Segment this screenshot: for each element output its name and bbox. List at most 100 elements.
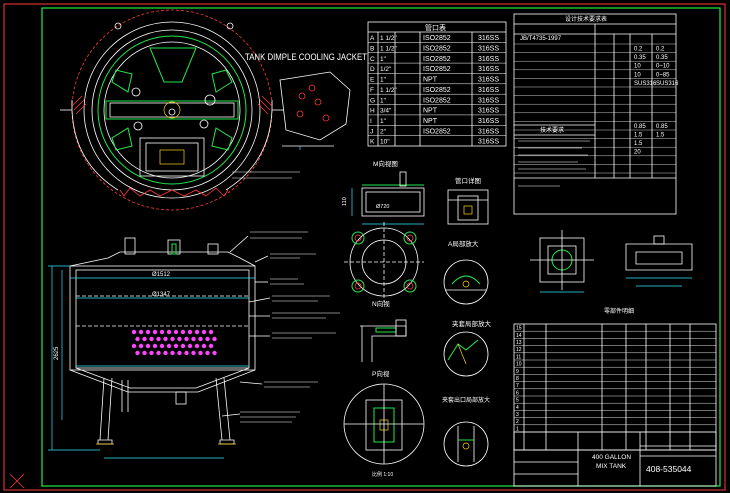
nozzle-row-letter: A bbox=[370, 35, 375, 42]
parts-row-number: 9 bbox=[516, 369, 519, 375]
parts-row-number: 7 bbox=[516, 383, 519, 389]
dimple bbox=[201, 343, 207, 349]
tech-req-lines bbox=[518, 140, 590, 187]
dimple bbox=[142, 336, 147, 342]
nozzle-row-letter: E bbox=[370, 77, 375, 84]
dimple bbox=[149, 350, 154, 356]
dimple bbox=[187, 343, 193, 349]
dimple bbox=[194, 329, 200, 335]
nozzle-row-connection: ISO2852 bbox=[423, 128, 451, 135]
design-row-value-b: 0.35 bbox=[656, 55, 668, 61]
nozzle-row-letter: J bbox=[370, 128, 373, 135]
dimple bbox=[177, 336, 182, 342]
nozzle-row-material: 316SS bbox=[478, 45, 499, 52]
design-row-value-b: 0~85 bbox=[656, 72, 670, 78]
nozzle-row-material: 316SS bbox=[478, 97, 499, 104]
label-m-view: M向视图 bbox=[373, 159, 398, 168]
dimple bbox=[156, 350, 161, 356]
dimple bbox=[145, 329, 151, 335]
label-detail-2: 夹套局部放大 bbox=[452, 319, 492, 328]
parts-row-number: 6 bbox=[516, 390, 519, 396]
nozzle-row-letter: H bbox=[370, 108, 375, 115]
nozzle-table-title: 管口表 bbox=[425, 23, 446, 32]
drawing-number: 408-535044 bbox=[646, 464, 692, 474]
design-row-value-a: 1.5 bbox=[634, 133, 643, 139]
design-row-value-b: 0.85 bbox=[656, 124, 668, 130]
nozzle-row-size: 1" bbox=[380, 77, 387, 84]
dimple bbox=[145, 343, 151, 349]
dimple bbox=[194, 343, 200, 349]
design-table bbox=[513, 13, 677, 215]
nozzle-row-material: 316SS bbox=[478, 139, 499, 146]
parts-list-table bbox=[513, 323, 717, 451]
dimple bbox=[135, 350, 140, 356]
dim-top: 110 bbox=[342, 197, 348, 206]
nozzle-row-letter: F bbox=[370, 87, 374, 94]
nozzle-row-material: 316SS bbox=[478, 108, 499, 115]
nozzle-row-material: 316SS bbox=[478, 66, 499, 73]
dimple bbox=[166, 329, 172, 335]
dimple bbox=[163, 336, 168, 342]
dimple bbox=[198, 336, 203, 342]
dimple bbox=[205, 336, 210, 342]
dimple bbox=[184, 336, 189, 342]
nozzle-row-material: 316SS bbox=[478, 87, 499, 94]
title-block bbox=[513, 431, 717, 487]
dimple bbox=[205, 350, 210, 356]
side-detail-left bbox=[530, 230, 594, 293]
sheet-border-green bbox=[41, 7, 721, 487]
parts-list-title: 零部件明细 bbox=[604, 307, 634, 315]
dimple bbox=[135, 336, 140, 342]
design-table-title: 设计技术要求表 bbox=[565, 15, 607, 23]
design-row-value-a: 10 bbox=[634, 72, 641, 78]
dim-manway: Ø720 bbox=[376, 204, 389, 210]
nozzle-row-material: 316SS bbox=[478, 77, 499, 84]
nozzle-row-size: 1 1/2" bbox=[380, 35, 397, 42]
nozzle-row-letter: C bbox=[370, 56, 375, 63]
product-name-1: 400 GALLON bbox=[592, 454, 631, 461]
dimple bbox=[184, 350, 189, 356]
a-detail bbox=[443, 259, 489, 305]
dim-height: 2625 bbox=[54, 346, 60, 360]
design-row-value-b: 0.2 bbox=[656, 47, 665, 53]
detail-1 bbox=[447, 189, 489, 225]
parts-row-number: 10 bbox=[516, 362, 522, 368]
dimple bbox=[156, 336, 161, 342]
dimple bbox=[177, 350, 182, 356]
design-row-value-b: 0~10 bbox=[656, 64, 670, 70]
parts-row-number: 12 bbox=[516, 347, 522, 353]
dimple bbox=[159, 329, 165, 335]
dimple bbox=[208, 343, 214, 349]
nozzle-row-letter: B bbox=[370, 45, 374, 52]
nozzle-row-letter: I bbox=[370, 118, 372, 125]
label-detail-1: 管口详图 bbox=[455, 176, 481, 185]
parts-row-number: 4 bbox=[516, 405, 519, 411]
label-detail-3: 夹套出口局部放大 bbox=[442, 396, 490, 404]
dim-shell-dia: Ø1512 bbox=[152, 272, 171, 278]
jacket-title: TANK DIMPLE COOLING JACKET bbox=[245, 52, 367, 63]
nozzle-row-size: 1" bbox=[380, 118, 387, 125]
nozzle-row-connection: NPT bbox=[423, 77, 438, 84]
nozzle-row-connection: NPT bbox=[423, 108, 438, 115]
design-row-value-a: 20 bbox=[634, 150, 641, 156]
design-row-value-b: 1.5 bbox=[656, 133, 665, 139]
origin-mark-2 bbox=[9, 473, 25, 489]
n-view bbox=[360, 319, 407, 362]
dimple bbox=[131, 329, 137, 335]
parts-row-number: 2 bbox=[516, 419, 519, 425]
nozzle-row-size: 10" bbox=[380, 139, 390, 146]
nozzle-row-material: 316SS bbox=[478, 35, 499, 42]
parts-row-number: 13 bbox=[516, 340, 522, 346]
nozzle-row-size: 1 1/2" bbox=[380, 87, 397, 94]
nozzle-row-letter: D bbox=[370, 66, 375, 73]
nozzle-row-material: 316SS bbox=[478, 56, 499, 63]
dimple bbox=[142, 350, 147, 356]
dimple bbox=[152, 329, 158, 335]
nozzle-row-size: 1/2" bbox=[380, 66, 392, 73]
nozzle-row-material: 316SS bbox=[478, 118, 499, 125]
dimple bbox=[166, 343, 172, 349]
nozzle-row-size: 1 1/2" bbox=[380, 45, 397, 52]
